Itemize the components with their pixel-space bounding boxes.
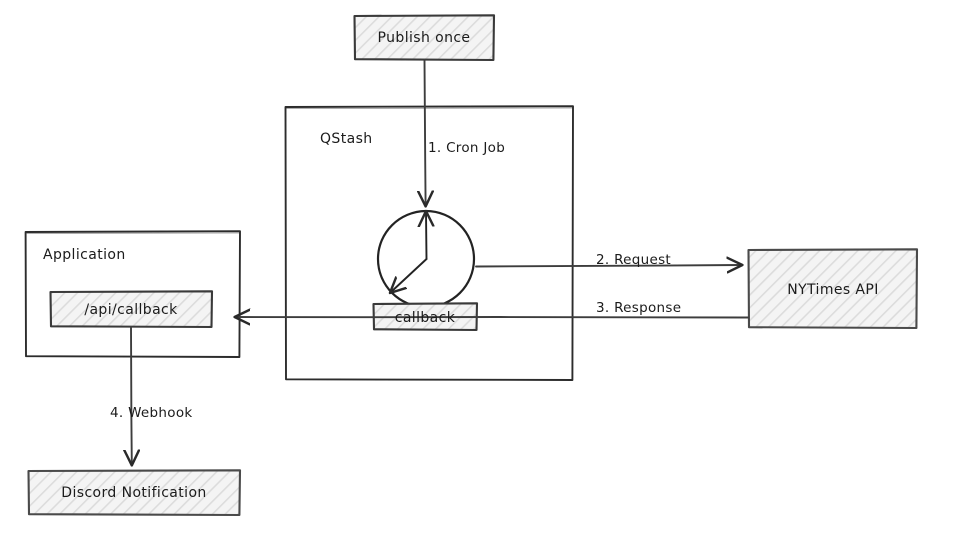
discord-notification-box[interactable] [27,469,242,517]
edge-webhook [131,326,132,464]
edge-cron-job [425,59,426,205]
edge-request [475,265,741,267]
publish-once-box[interactable] [353,14,496,62]
application-container[interactable] [24,230,241,358]
nytimes-api-box[interactable] [747,248,919,330]
edge-response [236,317,749,318]
api-callback-box[interactable] [49,290,214,329]
clock-icon [376,211,476,309]
qstash-container[interactable] [284,105,574,381]
